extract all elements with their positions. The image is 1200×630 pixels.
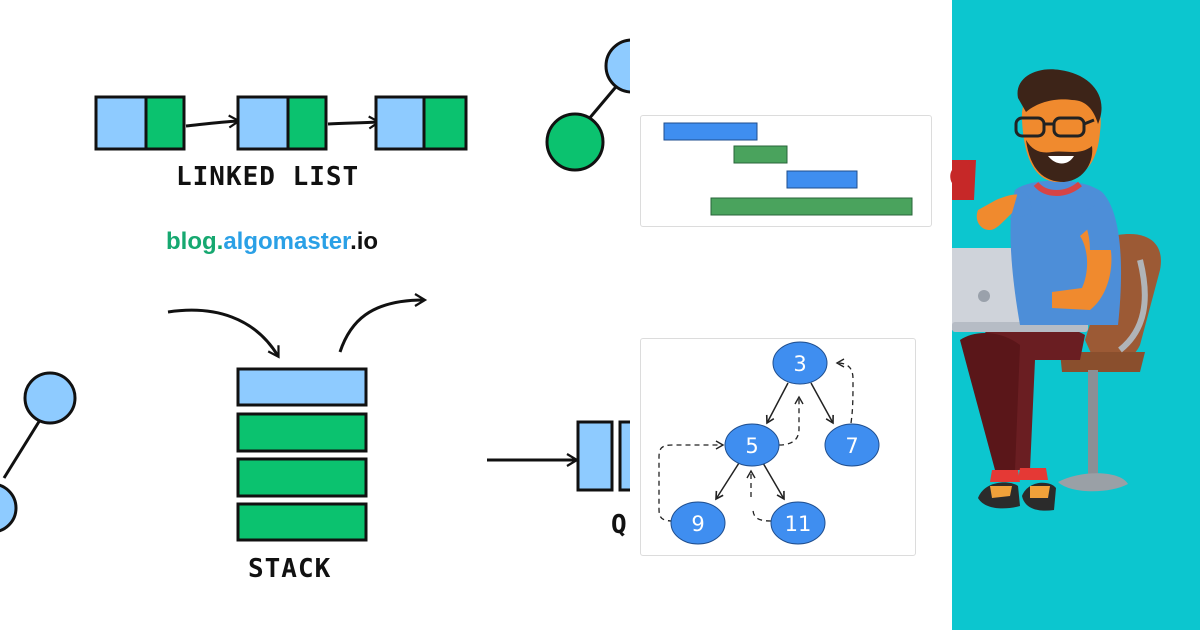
linked-list-node-3 <box>374 95 468 151</box>
tree-node: 5 <box>724 423 780 467</box>
stack-diagram <box>167 293 428 542</box>
linked-list-label: LINKED LIST <box>176 162 360 192</box>
tree-node: 3 <box>772 341 828 385</box>
queue-diagram <box>486 420 656 492</box>
interval-timeline <box>663 122 913 216</box>
queue-label-partial: Q <box>611 510 628 540</box>
stack-item <box>236 457 368 498</box>
linked-list-diagram <box>94 95 468 151</box>
tree-node-label: 3 <box>793 352 806 376</box>
binary-tree: 3 5 7 9 11 <box>658 341 880 545</box>
tree-node-label: 7 <box>845 434 858 458</box>
tree-node: 9 <box>670 501 726 545</box>
stack-label: STACK <box>248 554 332 584</box>
brand-url-part1: blog. <box>166 228 224 255</box>
brand-url[interactable]: blog.algomaster.io <box>166 228 378 256</box>
stack-item-top <box>236 367 368 407</box>
tree-traversal-card: 3 5 7 9 11 <box>640 338 916 556</box>
interval-bar-green <box>710 197 913 216</box>
stack-item <box>236 412 368 453</box>
brand-url-part2: algomaster <box>223 228 351 255</box>
linked-list-arrow-2 <box>327 115 382 130</box>
linked-list-arrow-1 <box>185 114 242 129</box>
stack-pop-arrow <box>338 293 428 353</box>
tree-node: 11 <box>770 501 826 545</box>
brand-url-part3: .io <box>350 228 379 255</box>
stack-item <box>236 502 368 542</box>
linked-list-node-2 <box>236 95 328 151</box>
interval-timeline-card <box>640 115 932 227</box>
tree-fragment-left <box>0 371 77 533</box>
interval-bar-green <box>733 145 788 164</box>
interval-bar-blue <box>663 122 758 141</box>
linked-list-node-1 <box>94 95 186 151</box>
tree-node: 7 <box>824 423 880 467</box>
tree-node-label: 5 <box>745 434 758 458</box>
interval-bar-blue <box>786 170 858 189</box>
stack-push-arrow <box>167 308 280 359</box>
queue-item <box>576 420 614 492</box>
tree-node-label: 11 <box>785 512 812 536</box>
tree-node-label: 9 <box>691 512 704 536</box>
